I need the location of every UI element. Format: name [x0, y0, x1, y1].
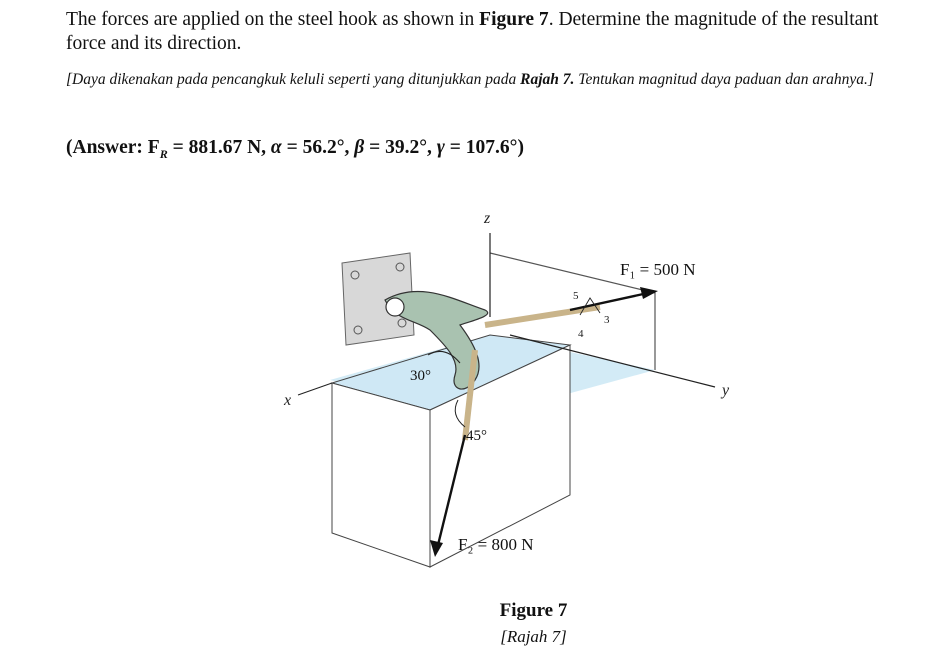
f1-arrowhead [640, 287, 658, 299]
svg-text:4: 4 [578, 328, 584, 340]
question-ms-text-end: Tentukan magnitud daya paduan dan arahny… [574, 71, 874, 88]
force-diagram: z x y F₁ = 500 N 5 4 3 F₂ = 800 N 30° 45… [283, 210, 730, 568]
f2-label: F₂ = 800 N [458, 535, 534, 554]
question-english: The forces are applied on the steel hook… [66, 8, 906, 56]
answer-line: (Answer: FR = 881.67 N, α = 56.2°, β = 3… [66, 137, 524, 161]
y-axis-label: y [720, 382, 730, 399]
hook [384, 290, 489, 390]
svg-text:3: 3 [604, 314, 610, 326]
f2-rope [462, 349, 478, 441]
angle-45-label: 45° [466, 428, 487, 444]
f2-arrow-line [436, 434, 467, 546]
question-ms-text: [Daya dikenakan pada pencangkuk keluli s… [66, 71, 521, 88]
block-front-face [331, 382, 431, 568]
angle-30-arc [427, 350, 461, 364]
angle-45-arc [454, 399, 466, 428]
f2-arrowhead [430, 540, 443, 557]
x-axis-label: x [283, 392, 291, 409]
question-en-text: The forces are applied on the steel hook… [66, 9, 480, 30]
figure-caption-malay: [Rajah 7] [500, 627, 567, 646]
figure-ref: Figure 7 [479, 9, 549, 30]
rajah-ref: Rajah 7. [520, 71, 575, 88]
y-axis [509, 334, 716, 388]
svg-text:5: 5 [573, 290, 579, 302]
f1-rope [484, 304, 601, 328]
angle-30-label: 30° [410, 368, 431, 384]
slope-triangle [579, 297, 601, 316]
f1-label: F₁ = 500 N [620, 260, 696, 279]
question-en-text-end: . Determine the magnitude of the resulta… [66, 9, 879, 54]
z-axis-label: z [483, 210, 491, 227]
figure-caption: Figure 7 [499, 600, 568, 621]
f1-arrow-line [569, 291, 649, 312]
back-wall-outline [489, 252, 656, 370]
question-malay: [Daya dikenakan pada pencangkuk keluli s… [66, 69, 906, 91]
x-axis [297, 382, 333, 396]
wall-plate [341, 252, 415, 346]
block-side-face [429, 344, 571, 568]
